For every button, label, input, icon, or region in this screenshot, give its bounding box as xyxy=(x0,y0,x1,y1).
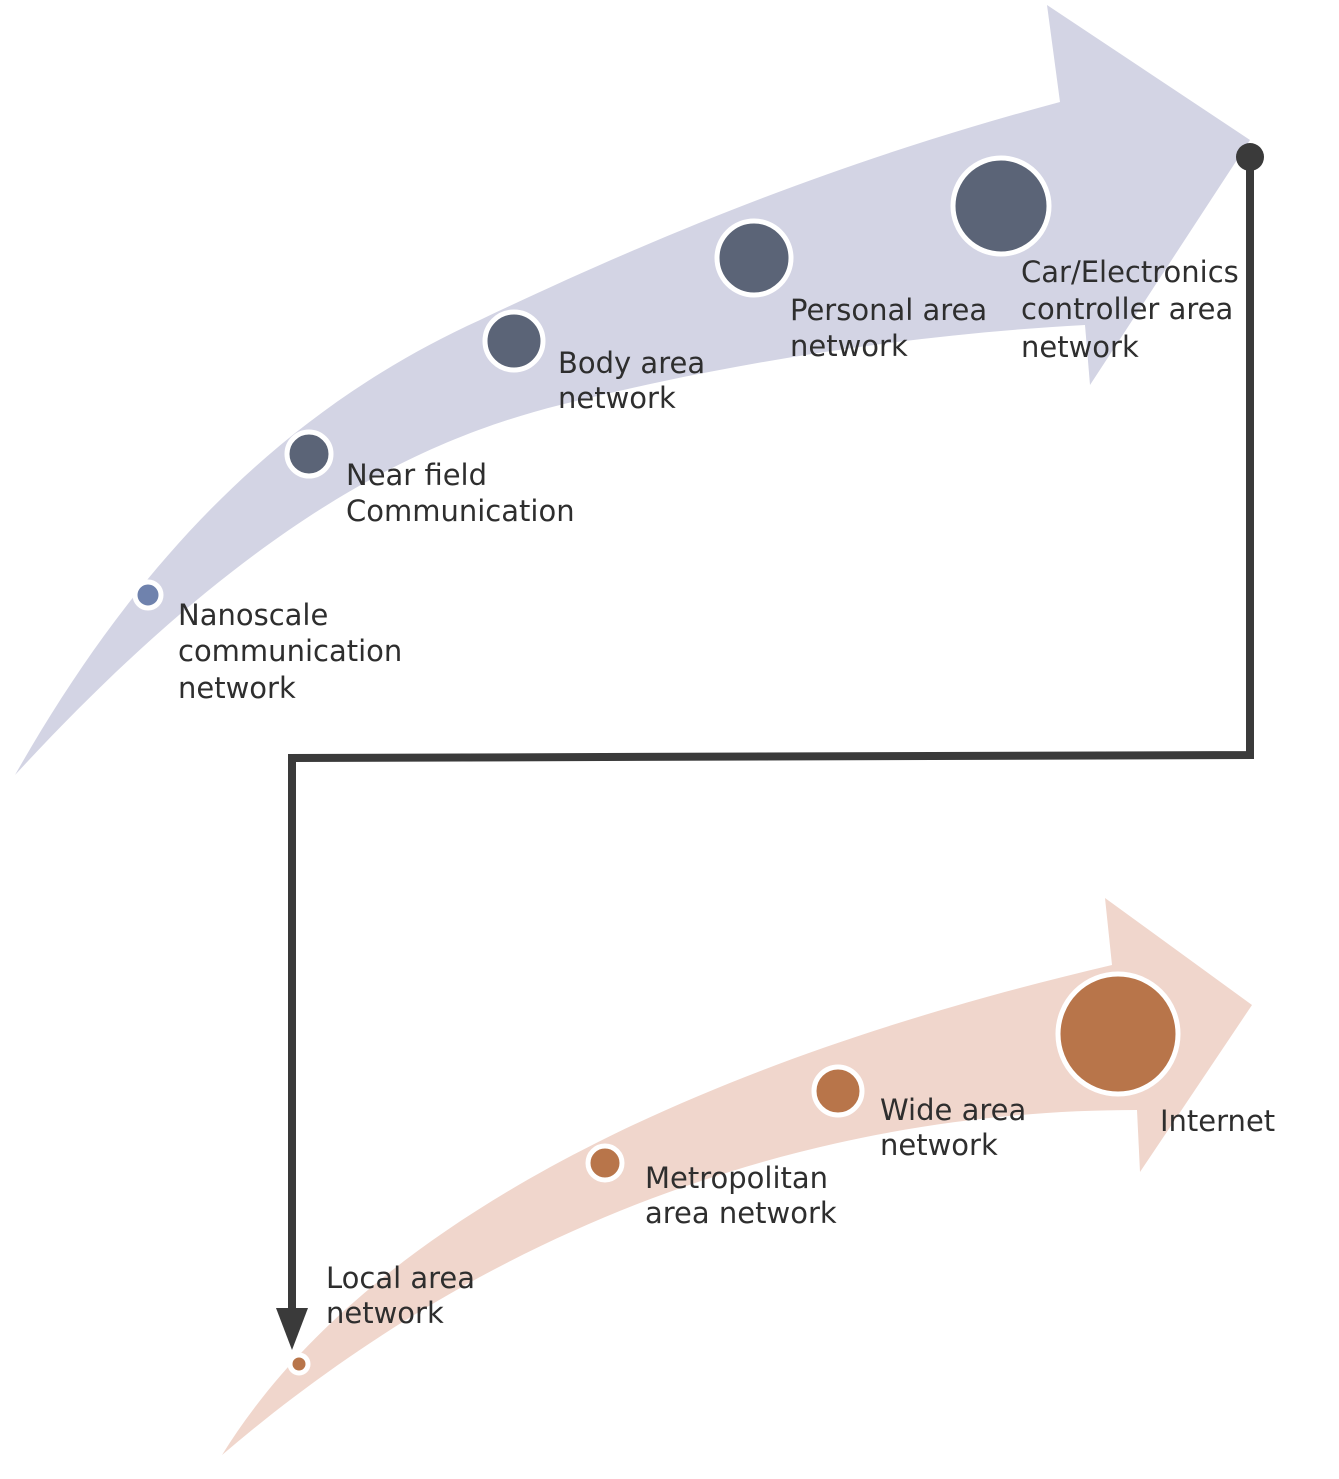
node-label-line: network xyxy=(326,1296,444,1330)
node-label-line: network xyxy=(790,329,908,363)
svg-text:Wide area network: Wide area network xyxy=(880,1093,1035,1162)
connector-start-dot xyxy=(1236,143,1264,171)
svg-text:Personal area network: Personal area network xyxy=(790,293,996,363)
connector-line xyxy=(288,157,1254,1318)
svg-text:Metropolitan area netw: Metropolitan area network xyxy=(645,1161,837,1230)
upper-progression-arrow xyxy=(15,5,1250,775)
node-label-line: Personal area xyxy=(790,293,987,327)
node-wide-area-network: Wide area network xyxy=(811,1064,1035,1162)
node-dot xyxy=(482,309,546,373)
node-nanoscale-communication-network: Nanoscale communication network xyxy=(132,579,412,705)
node-label-line: network xyxy=(558,381,676,415)
node-label-line: network xyxy=(178,671,296,705)
node-label-line: controller area xyxy=(1021,292,1233,326)
node-label-line: Communication xyxy=(346,494,575,528)
node-near-field-communication: Near field Communication xyxy=(284,429,575,528)
node-label-line: Wide area xyxy=(880,1093,1026,1127)
node-dot xyxy=(284,429,334,479)
node-car-electronics-controller-area-network: Car/Electronics controller area network xyxy=(950,155,1248,364)
node-dot xyxy=(287,1352,311,1376)
node-label-line: Internet xyxy=(1160,1104,1275,1138)
node-personal-area-network: Personal area network xyxy=(714,218,996,363)
lower-progression-arrow xyxy=(222,898,1252,1455)
node-dot xyxy=(811,1064,865,1118)
node-dot xyxy=(1055,971,1181,1097)
node-dot xyxy=(950,155,1052,257)
svg-text:Body area network: Body area network xyxy=(558,346,714,415)
node-local-area-network: Local area network xyxy=(287,1261,484,1376)
node-metropolitan-area-network: Metropolitan area network xyxy=(585,1143,837,1230)
node-label-line: Near field xyxy=(346,458,487,492)
upper-nodes: Nanoscale communication network Near fie… xyxy=(132,155,1248,705)
node-label-line: network xyxy=(1021,330,1139,364)
node-label-line: Nanoscale xyxy=(178,598,328,632)
node-body-area-network: Body area network xyxy=(482,309,714,415)
svg-text:Nanoscale communicatio: Nanoscale communication network xyxy=(178,598,412,705)
node-label-line: communication xyxy=(178,634,402,668)
svg-text:Near field Communicati: Near field Communication xyxy=(346,458,575,528)
node-label-line: area network xyxy=(645,1196,837,1230)
node-dot xyxy=(132,579,164,611)
node-label-line: Body area xyxy=(558,346,705,380)
connector-arrowhead xyxy=(276,1308,308,1350)
svg-text:Internet: Internet xyxy=(1160,1104,1275,1138)
lower-nodes: Local area network Metropolitan area net… xyxy=(287,971,1275,1376)
node-label-line: Car/Electronics xyxy=(1021,255,1239,289)
node-label-line: network xyxy=(880,1128,998,1162)
node-label-line: Metropolitan xyxy=(645,1161,828,1195)
svg-text:Local area network: Local area network xyxy=(326,1261,484,1330)
node-dot xyxy=(714,218,794,298)
node-label-line: Local area xyxy=(326,1261,475,1295)
node-dot xyxy=(585,1143,625,1183)
svg-text:Car/Electronics contro: Car/Electronics controller area network xyxy=(1021,255,1248,364)
node-internet: Internet xyxy=(1055,971,1275,1138)
